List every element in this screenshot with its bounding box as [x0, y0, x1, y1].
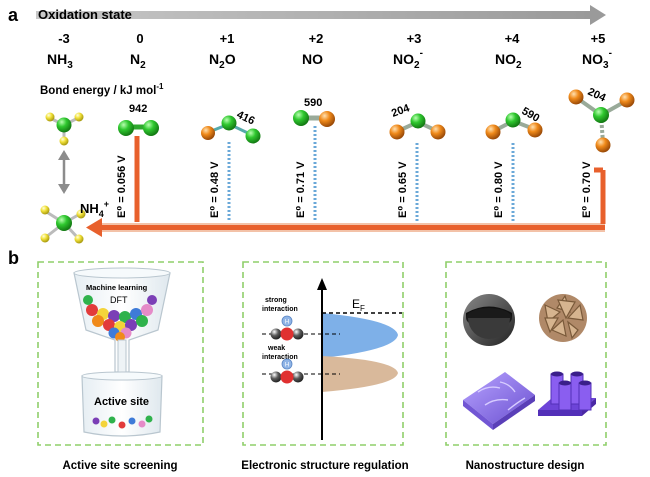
- nh4-molecule: [40, 205, 86, 244]
- formula-no2: NO2: [495, 51, 522, 71]
- bond-energy-label: Bond energy / kJ mol-1: [40, 82, 164, 97]
- tan-band: [322, 356, 398, 392]
- strong-interaction-label: interaction: [262, 306, 298, 313]
- no-molecule: [293, 110, 335, 127]
- ox-state-no2: +4: [505, 31, 521, 46]
- weak-adsorbate: H: [270, 358, 304, 384]
- formula-no3minus: NO3-: [582, 48, 612, 71]
- potential-dotted-lines: [227, 126, 515, 222]
- blue-band: [322, 313, 398, 358]
- strong-label: strong: [265, 297, 287, 304]
- potential-n2o: E⁰ = 0.48 V: [209, 161, 221, 218]
- funnel-illustration: Machine learning DFT Active site: [73, 267, 171, 437]
- bond-energy-n2o: 416: [235, 109, 257, 128]
- bond-energy-no2minus: 204: [390, 102, 412, 120]
- tube-array: [538, 371, 596, 416]
- no2-molecule: [485, 112, 543, 140]
- frame-active-site: [37, 261, 204, 446]
- yolk-shell-sphere: [463, 294, 515, 346]
- bond-energy-no2: 590: [520, 105, 542, 125]
- flower-nanostructure: [539, 294, 587, 342]
- no3minus-molecule: [568, 89, 635, 153]
- oxidation-state-title: Oxidation state: [38, 7, 132, 22]
- weak-interaction-label: interaction: [262, 354, 298, 361]
- potential-no: E⁰ = 0.71 V: [295, 161, 307, 218]
- caption-nanostructure: Nanostructure design: [466, 460, 585, 472]
- formula-nh3: NH3: [47, 51, 73, 71]
- ox-state-nh3: -3: [58, 31, 70, 46]
- active-site-label: Active site: [94, 396, 149, 408]
- potential-n2: E⁰ = 0.056 V: [116, 155, 128, 218]
- bond-energy-n2: 942: [129, 103, 147, 115]
- panel-a-label: a: [8, 5, 19, 25]
- formula-n2o: N2O: [209, 51, 236, 71]
- fermi-level-label: EF: [352, 297, 365, 313]
- formula-no: NO: [302, 51, 323, 67]
- patterned-sheet: [463, 372, 535, 430]
- n2o-molecule: [201, 115, 261, 144]
- equilibrium-arrow: [58, 150, 70, 194]
- bond-energy-no3minus: 204: [586, 86, 609, 105]
- caption-electronic-structure: Electronic structure regulation: [241, 460, 408, 472]
- panel-b-label: b: [8, 248, 19, 268]
- formula-no2minus: NO2-: [393, 48, 423, 71]
- formula-n2: N2: [130, 51, 146, 71]
- caption-active-site: Active site screening: [62, 460, 177, 472]
- frame-electronic-structure: [242, 261, 404, 446]
- reduction-path: [86, 136, 606, 237]
- potential-no3minus: E⁰ = 0.70 V: [581, 161, 593, 218]
- no2minus-molecule: [389, 113, 446, 140]
- ox-state-n2: 0: [136, 31, 143, 46]
- bond-energy-no: 590: [304, 97, 322, 109]
- weak-label: weak: [267, 345, 285, 352]
- machine-learning-label: Machine learning: [86, 283, 148, 292]
- electronic-structure-diagram: EF strong interaction weak interaction H…: [262, 278, 402, 440]
- n2-molecule: [118, 120, 159, 136]
- h-atom-weak: H: [285, 363, 289, 369]
- strong-adsorbate: H: [270, 315, 304, 341]
- nh4-label: NH4+: [80, 199, 109, 219]
- ox-state-n2o: +1: [220, 31, 235, 46]
- ox-state-no3minus: +5: [591, 31, 606, 46]
- frame-nanostructure: [445, 261, 607, 446]
- ox-state-no2minus: +3: [407, 31, 422, 46]
- h-atom-strong: H: [285, 320, 289, 326]
- ox-state-no: +2: [309, 31, 324, 46]
- oxidation-state-arrow: [36, 5, 606, 25]
- potential-no2: E⁰ = 0.80 V: [493, 161, 505, 218]
- nh3-molecule: [45, 112, 84, 146]
- potential-no2minus: E⁰ = 0.65 V: [397, 161, 409, 218]
- dft-label: DFT: [110, 295, 128, 305]
